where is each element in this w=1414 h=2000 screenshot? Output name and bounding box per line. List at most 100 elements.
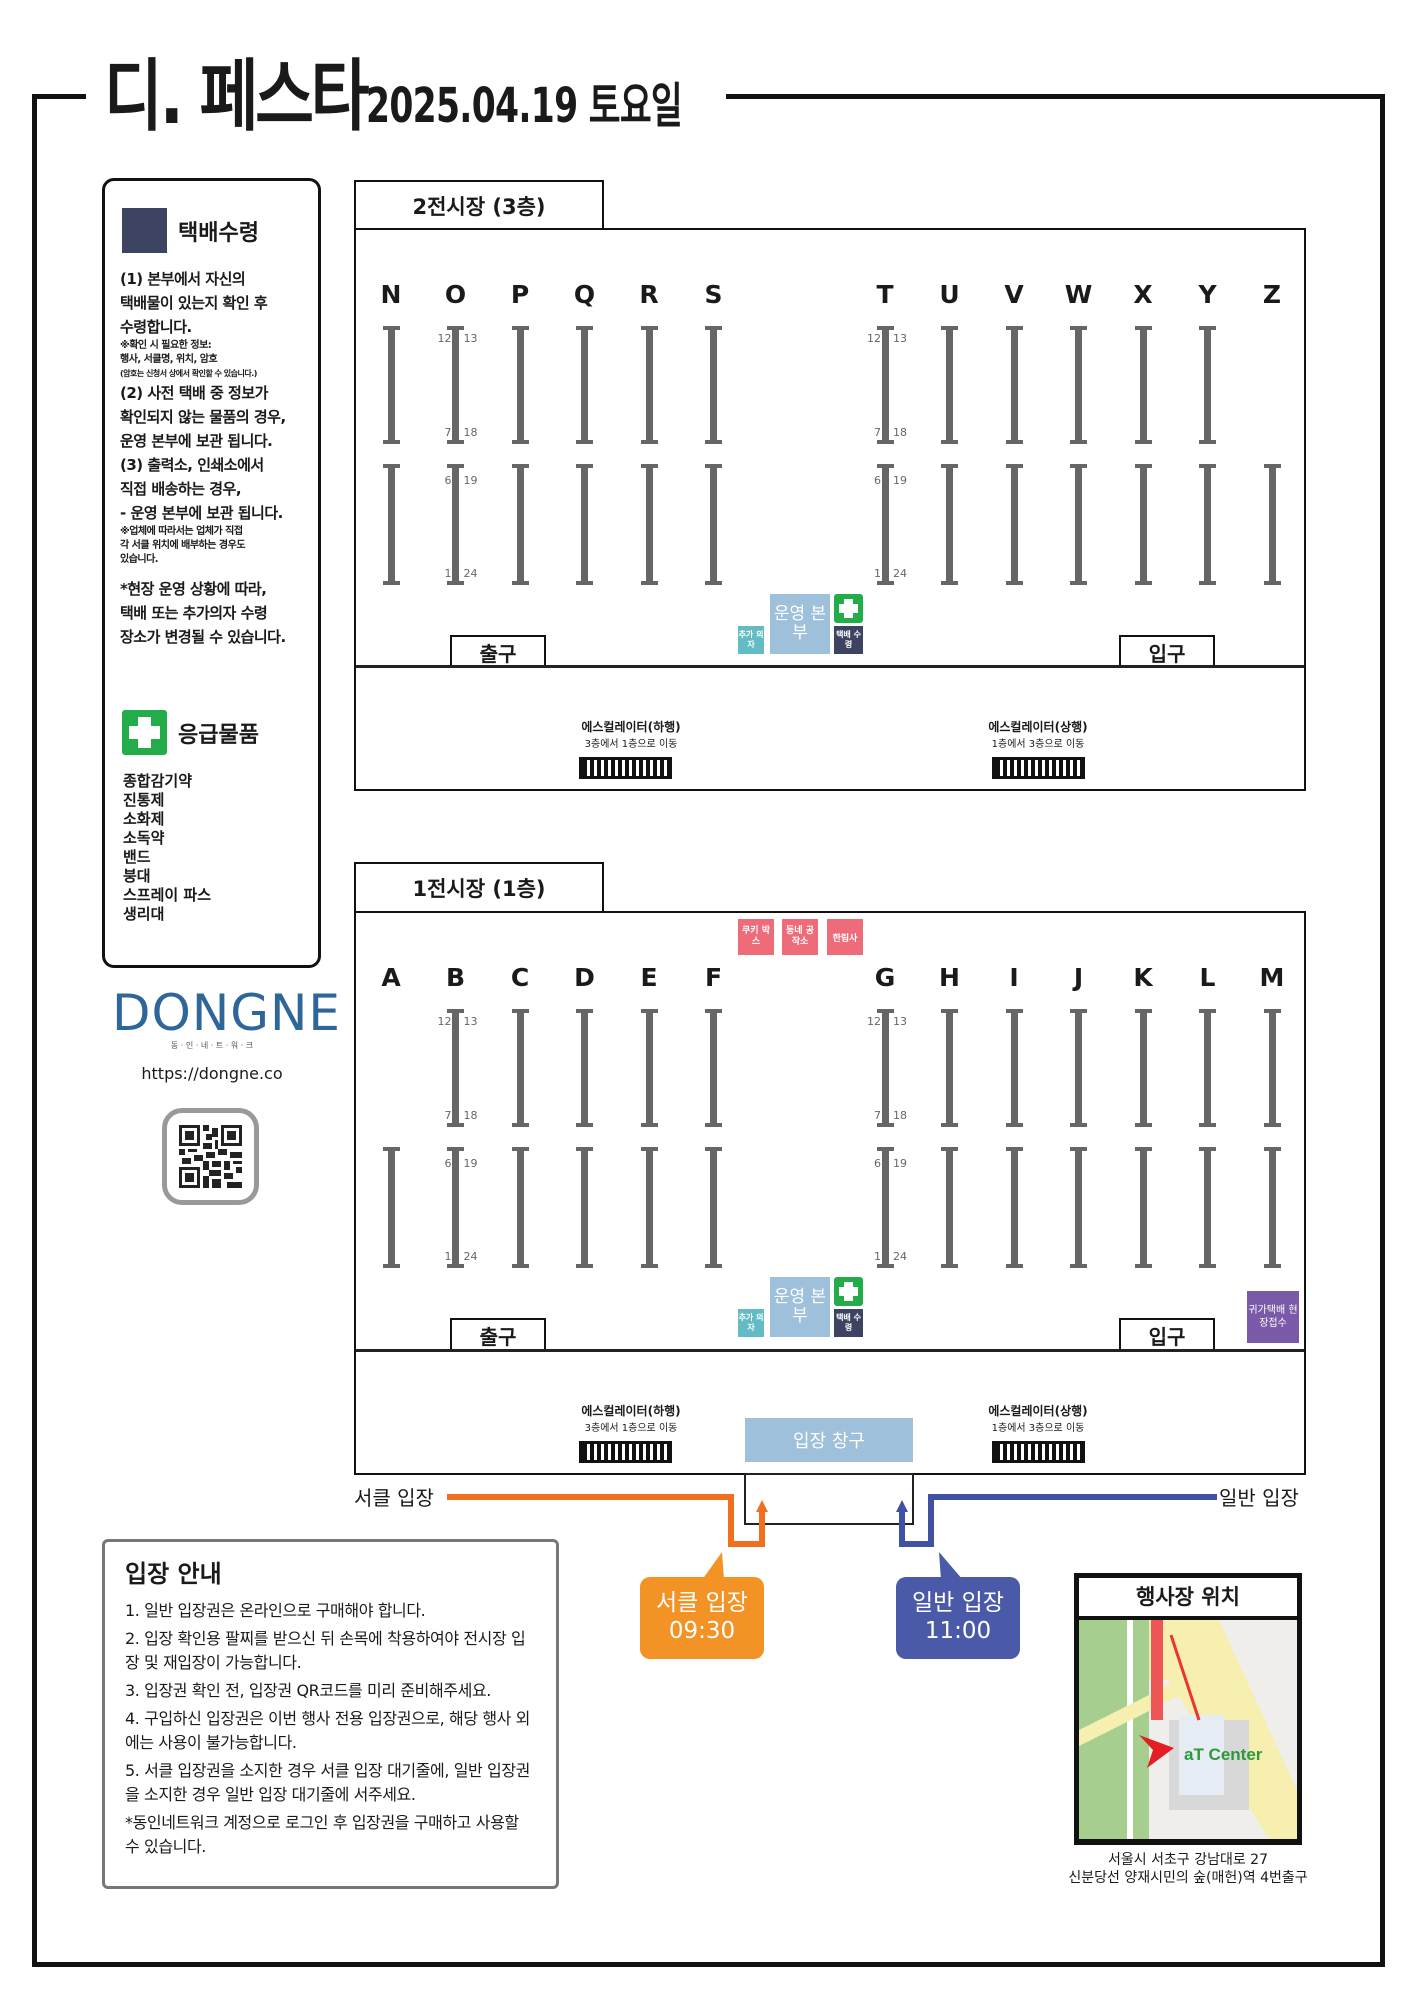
booth-row[interactable] [876,1147,894,1268]
booth-row[interactable] [1005,326,1023,444]
booth-row[interactable] [705,1009,722,1127]
booth-row[interactable] [1005,464,1023,585]
booth-row[interactable] [447,326,464,444]
booth-row[interactable] [1005,1009,1023,1127]
booth-row[interactable] [1070,1009,1087,1127]
booth-row[interactable] [576,1009,593,1127]
booth-row[interactable] [941,1009,958,1127]
text: - 운영 본부에 보관 됩니다. [120,504,283,522]
hall-tab[interactable]: 2전시장 (3층) [354,180,604,230]
booth-row[interactable] [1134,326,1152,444]
booth-row[interactable] [876,1009,894,1127]
time: 11:00 [924,1618,992,1644]
divider [356,665,1304,668]
booth-row[interactable] [1005,1147,1023,1268]
note: ※확인 시 필요한 정보: [120,340,212,351]
booth-row[interactable] [576,326,593,444]
column-label: T [876,280,894,309]
booth-number: 13 [463,332,478,345]
booth-number: 7 [444,426,452,439]
booth-row[interactable] [382,326,400,444]
booth-row[interactable] [1134,1147,1152,1268]
booth-row[interactable] [705,464,722,585]
booth-row[interactable] [705,326,722,444]
booth-row[interactable] [447,1147,464,1268]
booth-row[interactable] [640,1009,658,1127]
return-delivery-tile: 귀가택배 현장접수 [1247,1291,1299,1343]
booth-number: 12 [437,332,452,345]
booth-number: 6 [444,1157,452,1170]
qr-code[interactable] [162,1108,259,1205]
booth-row[interactable] [640,464,658,585]
escalator-down-sub: 3층에서 1층으로 이동 [584,739,678,750]
booth-number: 18 [463,426,478,439]
booth-row[interactable] [1134,464,1152,585]
booth-row[interactable] [705,1147,722,1268]
booth-row[interactable] [1263,464,1281,585]
booth-row[interactable] [511,326,529,444]
label: 일반 입장 [912,1590,1004,1616]
logo-subtitle: 동 · 인 · 네 · 트 · 워 · 크 [170,1041,254,1050]
booth-row[interactable] [382,464,400,585]
booth-number: 12 [437,1015,452,1028]
booth-row[interactable] [447,464,464,585]
booth-row[interactable] [382,1147,400,1268]
column-label: O [444,280,467,309]
column-label: N [380,280,402,309]
column-label: F [704,963,723,992]
vendor-tile: 한림사 [827,919,863,955]
booth-row[interactable] [941,326,958,444]
booth-row[interactable] [876,326,894,444]
text: 직접 배송하는 경우, [120,480,242,498]
booth-number: 24 [463,1250,478,1263]
list-item: 붕대 [123,867,151,885]
column-label: R [639,280,659,309]
booth-row[interactable] [1134,1009,1152,1127]
note: ※업체에 따라서는 업체가 직접 [120,526,243,537]
booth-row[interactable] [941,464,958,585]
booth-row[interactable] [1199,464,1216,585]
column-label: L [1199,963,1216,992]
bubble-tail [702,1552,724,1580]
frame-border [32,94,86,99]
booth-row[interactable] [447,1009,464,1127]
booth-number: 6 [444,474,452,487]
qr-code-icon [179,1125,242,1188]
text: (2) 사전 택배 중 정보가 [120,384,268,402]
booth-row[interactable] [640,326,658,444]
map-image[interactable]: aT Center [1079,1620,1297,1839]
extra-chair-tile: 추가 의자 [738,626,764,654]
booth-row[interactable] [1263,1147,1281,1268]
booth-row[interactable] [1199,1147,1216,1268]
booth-number: 7 [874,426,881,439]
booth-number: 1 [444,567,452,580]
booth-row[interactable] [511,1009,529,1127]
booth-row[interactable] [1070,326,1087,444]
list-item: 스프레이 파스 [123,886,212,904]
booth-row[interactable] [1070,1147,1087,1268]
booth-number: 6 [874,474,881,487]
booth-row[interactable] [576,1147,593,1268]
website-link[interactable]: https://dongne.co [141,1064,283,1083]
booth-row[interactable] [1199,1009,1216,1127]
booth-row[interactable] [876,464,894,585]
delivery-pickup-tile: 택배 수령 [834,626,863,654]
booth-row[interactable] [511,464,529,585]
booth-row[interactable] [511,1147,529,1268]
booth-row[interactable] [1070,464,1087,585]
frame-border [32,94,37,1967]
column-label: V [1004,280,1024,309]
booth-row[interactable] [941,1147,958,1268]
booth-row[interactable] [576,464,593,585]
hall-tab[interactable]: 1전시장 (1층) [354,862,604,912]
divider [356,1349,1304,1352]
booth-number: 13 [463,1015,478,1028]
booth-row[interactable] [1199,326,1216,444]
column-label: W [1064,280,1093,309]
booth-row[interactable] [1263,1009,1281,1127]
general-entry-label: 일반 입장 [1219,1486,1299,1510]
booth-row[interactable] [640,1147,658,1268]
note: 각 서클 위치에 배부하는 경우도 [120,540,246,551]
